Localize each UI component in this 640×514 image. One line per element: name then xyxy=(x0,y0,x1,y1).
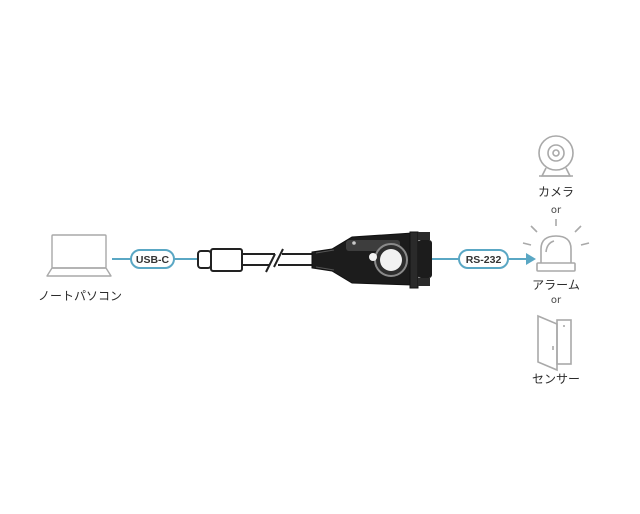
usb-c-plug xyxy=(197,248,243,272)
sensor-label: センサー xyxy=(531,372,581,386)
rs232-badge-text: RS-232 xyxy=(466,254,502,266)
camera-label: カメラ xyxy=(537,185,575,199)
arrow-head-icon xyxy=(526,253,536,265)
or-separator-2: or xyxy=(550,295,562,306)
cable xyxy=(242,248,312,273)
alarm-light-icon xyxy=(522,219,590,272)
laptop-label: ノートパソコン xyxy=(37,289,123,303)
door-sensor-icon xyxy=(537,314,572,372)
or-separator-1: or xyxy=(550,205,562,216)
webcam-icon xyxy=(538,135,574,177)
alarm-label: アラーム xyxy=(532,278,580,292)
laptop-icon xyxy=(46,234,112,277)
usb-c-badge-text: USB-C xyxy=(136,254,170,266)
rs232-adapter xyxy=(311,231,432,289)
